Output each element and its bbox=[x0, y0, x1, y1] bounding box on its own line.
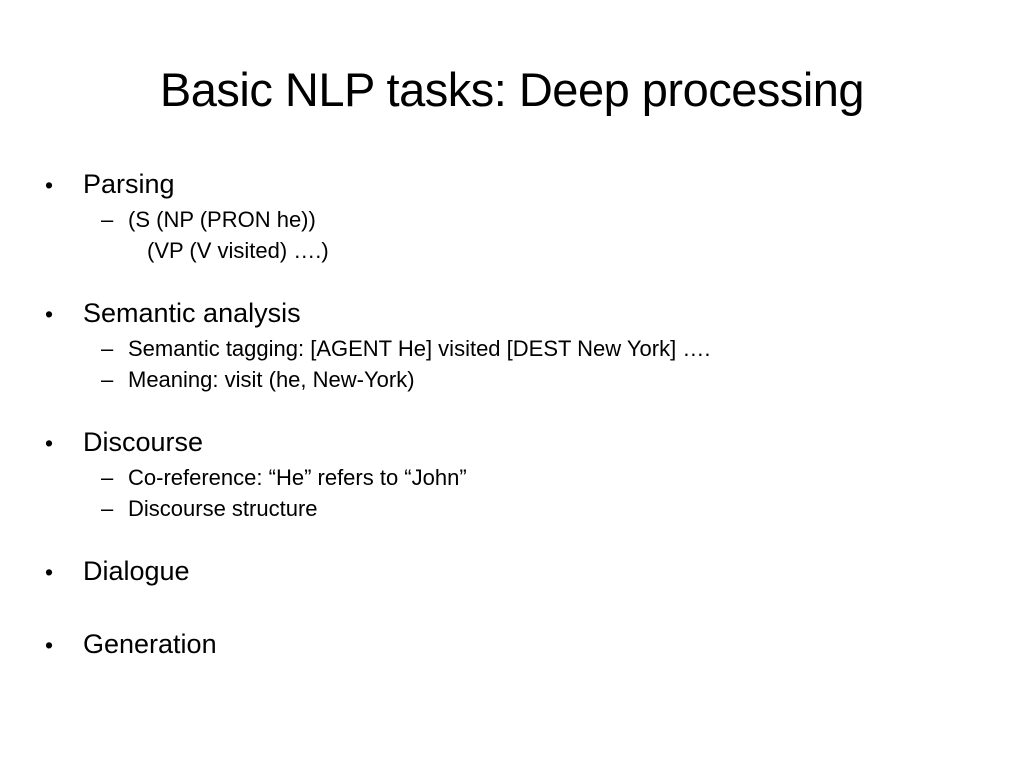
bullet-icon: • bbox=[45, 301, 54, 327]
dash-icon: – bbox=[101, 496, 114, 521]
bullet-text: Semantic analysis bbox=[83, 298, 301, 328]
bullet-icon: • bbox=[45, 430, 54, 456]
bullet-text: Parsing bbox=[83, 169, 175, 199]
sub-item-text: Semantic tagging: [AGENT He] visited [DE… bbox=[128, 336, 711, 361]
dash-icon: – bbox=[101, 207, 114, 232]
bullet-icon: • bbox=[45, 632, 54, 658]
bullet-icon: • bbox=[45, 559, 54, 585]
dash-icon: – bbox=[101, 465, 114, 490]
sub-item-text: (S (NP (PRON he)) bbox=[128, 207, 316, 232]
sub-item-text: Co-reference: “He” refers to “John” bbox=[128, 465, 467, 490]
bullet-text: Generation bbox=[83, 629, 217, 659]
bullet-text: Discourse bbox=[83, 427, 204, 457]
dash-icon: – bbox=[101, 367, 114, 392]
bullet-icon: • bbox=[45, 172, 54, 198]
dash-icon: – bbox=[101, 336, 114, 361]
slide-title: Basic NLP tasks: Deep processing bbox=[159, 63, 865, 116]
sub-item-continuation: (VP (V visited) ….) bbox=[147, 238, 329, 263]
sub-item-text: Meaning: visit (he, New-York) bbox=[128, 367, 415, 392]
sub-item-text: Discourse structure bbox=[128, 496, 318, 521]
bullet-text: Dialogue bbox=[83, 556, 190, 586]
